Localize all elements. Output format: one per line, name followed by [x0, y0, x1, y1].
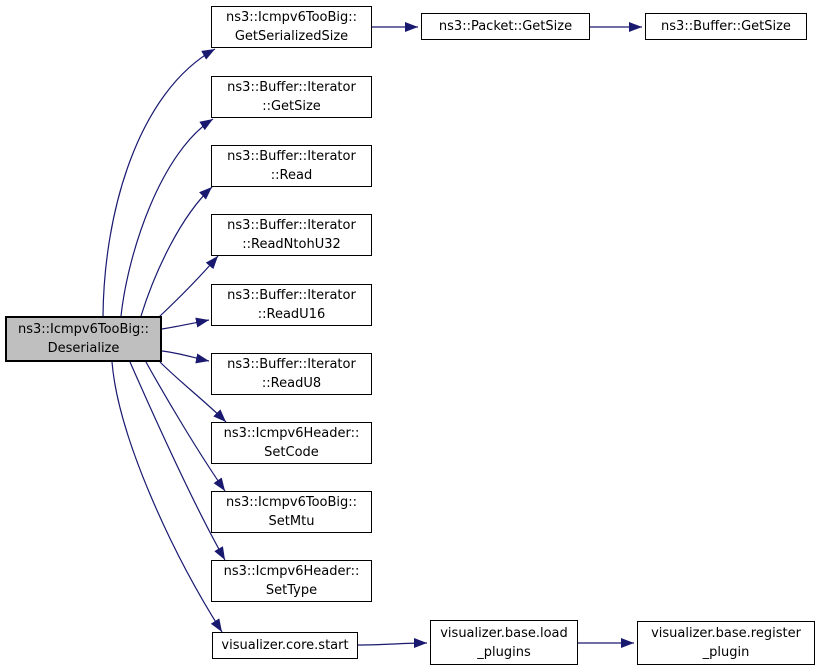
node-label-line: ns3::Icmpv6Header::	[223, 426, 360, 441]
node-icmpv6toobig-deserialize[interactable]: ns3::Icmpv6TooBig:: Deserialize	[5, 316, 162, 362]
node-label-line: SetMtu	[268, 514, 315, 529]
node-label-line: _plugin	[702, 645, 750, 660]
node-label-line: ns3::Buffer::Iterator	[227, 149, 356, 164]
edge-deserialize-iter-getsize	[120, 118, 214, 317]
node-packet-getsize[interactable]: ns3::Packet::GetSize	[421, 13, 590, 40]
node-icmpv6toobig-getserializedsize[interactable]: ns3::Icmpv6TooBig:: GetSerializedSize	[211, 6, 372, 48]
edge-deserialize-iter-read	[140, 186, 213, 317]
node-label-line: ::GetSize	[262, 99, 321, 114]
node-icmpv6toobig-setmtu[interactable]: ns3::Icmpv6TooBig:: SetMtu	[211, 491, 372, 533]
node-icmpv6header-setcode[interactable]: ns3::Icmpv6Header:: SetCode	[211, 422, 372, 464]
node-label-line: ns3::Icmpv6TooBig::	[225, 495, 358, 510]
node-buffer-iterator-readu8[interactable]: ns3::Buffer::Iterator ::ReadU8	[211, 353, 372, 395]
node-label-line: ns3::Buffer::Iterator	[227, 218, 356, 233]
edge-deserialize-readu16	[161, 317, 210, 330]
node-buffer-iterator-read[interactable]: ns3::Buffer::Iterator ::Read	[211, 145, 372, 187]
edge-deserialize-setcode	[159, 361, 227, 423]
edge-deserialize-corestart	[111, 361, 223, 633]
edge-deserialize-settype	[129, 361, 226, 561]
node-visualizer-core-start[interactable]: visualizer.core.start	[212, 632, 358, 659]
node-label-line: ns3::Buffer::Iterator	[227, 357, 356, 372]
node-icmpv6header-settype[interactable]: ns3::Icmpv6Header:: SetType	[211, 560, 372, 602]
node-label-line: ::ReadU8	[261, 376, 322, 391]
node-label-line: Deserialize	[47, 341, 120, 356]
node-label-line: _plugins	[477, 644, 531, 660]
node-label-line: ns3::Buffer::GetSize	[661, 19, 791, 34]
node-visualizer-base-load-plugins[interactable]: visualizer.base.load _plugins	[430, 620, 578, 665]
node-label-line: visualizer.core.start	[221, 638, 349, 653]
node-label-line: ns3::Packet::GetSize	[438, 19, 573, 34]
node-label-line: visualizer.base.load	[440, 625, 568, 641]
node-buffer-iterator-readu16[interactable]: ns3::Buffer::Iterator ::ReadU16	[211, 284, 372, 326]
node-buffer-iterator-getsize[interactable]: ns3::Buffer::Iterator ::GetSize	[211, 76, 372, 118]
node-label-line: ::Read	[270, 168, 313, 183]
node-label-line: ::ReadNtohU32	[242, 237, 341, 252]
node-buffer-getsize[interactable]: ns3::Buffer::GetSize	[645, 13, 807, 40]
edge-deserialize-getserializedsize	[102, 48, 216, 317]
node-label-line: ns3::Icmpv6Header::	[223, 564, 360, 579]
node-label-line: ns3::Icmpv6TooBig::	[17, 322, 150, 337]
node-label-line: visualizer.base.register	[651, 626, 801, 641]
node-label-line: GetSerializedSize	[234, 29, 349, 44]
edge-deserialize-readntohu32	[158, 255, 219, 318]
edge-corestart-loadplugins	[357, 638, 428, 649]
edge-deserialize-setmtu	[145, 361, 226, 492]
node-label-line: SetType	[265, 583, 318, 598]
node-buffer-iterator-readntohu32[interactable]: ns3::Buffer::Iterator ::ReadNtohU32	[211, 214, 372, 256]
node-label-line: ns3::Buffer::Iterator	[227, 288, 356, 303]
node-label-line: SetCode	[264, 445, 319, 460]
node-label-line: ns3::Icmpv6TooBig::	[225, 10, 358, 25]
node-label-line: ns3::Buffer::Iterator	[227, 80, 356, 95]
edge-deserialize-readu8	[161, 350, 210, 364]
node-visualizer-base-register-plugin[interactable]: visualizer.base.register _plugin	[637, 621, 815, 665]
node-label-line: ::ReadU16	[257, 307, 326, 322]
